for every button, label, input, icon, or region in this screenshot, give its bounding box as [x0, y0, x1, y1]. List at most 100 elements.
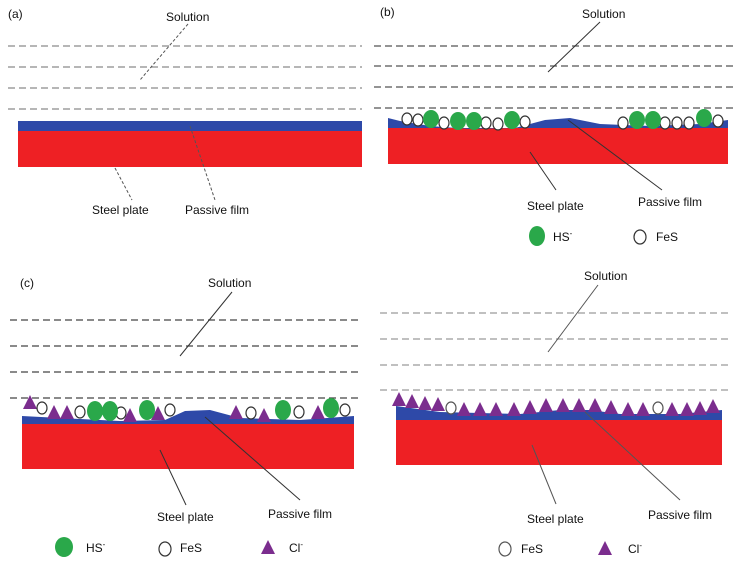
- panel-b-legend-fes: FeS: [656, 230, 678, 244]
- panel-c-tag: (c): [20, 276, 34, 290]
- cl-particle: [457, 402, 471, 416]
- panel-d: Solution Steel plate Passive film FeS Cl…: [380, 269, 730, 557]
- hs-particle: [504, 111, 520, 129]
- fes-particle: [480, 116, 492, 130]
- fes-particle: [412, 113, 424, 127]
- cl-particle: [604, 400, 618, 414]
- panel-c-solution-lines: [10, 319, 360, 399]
- panel-a: (a) Solution Steel plate Passive film: [8, 7, 362, 217]
- panel-b-solution-leader: [547, 21, 601, 73]
- fes-particle: [36, 401, 48, 415]
- cl-particle: [418, 396, 432, 410]
- fes-icon: [633, 229, 647, 245]
- cl-particle: [229, 405, 243, 419]
- cl-particle: [693, 401, 707, 415]
- panel-c-steel-label: Steel plate: [157, 510, 214, 524]
- panel-d-fes-particles: [445, 401, 664, 415]
- cl-particle: [123, 408, 137, 422]
- panel-b-film-label: Passive film: [638, 195, 702, 209]
- cl-particle: [311, 405, 325, 419]
- panel-a-tag: (a): [8, 7, 23, 21]
- cl-particle: [47, 405, 61, 419]
- panel-b-passive-film: [388, 118, 728, 129]
- cl-particle: [572, 398, 586, 412]
- panel-c-fes-particles: [36, 401, 351, 420]
- fes-particle: [164, 403, 176, 417]
- fes-particle: [683, 116, 695, 130]
- panel-b-solution-label: Solution: [582, 7, 625, 21]
- panel-c-legend-fes: FeS: [180, 541, 202, 555]
- cl-particle: [431, 397, 445, 411]
- fes-particle: [617, 116, 629, 130]
- panel-b-hs-particles: [423, 109, 712, 130]
- cl-particle: [489, 402, 503, 416]
- fes-particle: [659, 116, 671, 130]
- cl-particle: [621, 402, 635, 416]
- panel-d-solution-label: Solution: [584, 269, 627, 283]
- panel-c-solution-label: Solution: [208, 276, 251, 290]
- fes-particle: [671, 116, 683, 130]
- cl-particle: [507, 402, 521, 416]
- cl-particle: [665, 402, 679, 416]
- hs-particle: [450, 112, 466, 130]
- panel-c-legend-hs: HS-: [86, 540, 106, 555]
- panel-a-steel-label: Steel plate: [92, 203, 149, 217]
- cl-icon: [598, 541, 612, 555]
- panel-a-steel-plate: [18, 131, 362, 167]
- panel-d-steel-label: Steel plate: [527, 512, 584, 526]
- cl-particle: [257, 408, 271, 422]
- panel-b-steel-plate: [388, 128, 728, 164]
- cl-particle: [556, 398, 570, 412]
- fes-particle: [339, 403, 351, 417]
- panel-d-cl-particles: [392, 392, 720, 416]
- panel-d-solution-lines: [380, 312, 730, 391]
- fes-particle: [652, 401, 664, 415]
- panel-a-film-label: Passive film: [185, 203, 249, 217]
- cl-particle: [23, 395, 37, 409]
- cl-particle: [636, 402, 650, 416]
- hs-icon: [55, 537, 73, 557]
- cl-particle: [151, 406, 165, 420]
- fes-particle: [438, 116, 450, 130]
- cl-particle: [405, 394, 419, 408]
- panel-a-steel-leader: [114, 167, 133, 201]
- fes-particle: [445, 401, 457, 415]
- cl-icon: [261, 540, 275, 554]
- cl-particle: [588, 398, 602, 412]
- panel-c-steel-plate: [22, 424, 354, 469]
- panel-c-steel-leader: [159, 449, 187, 506]
- hs-icon: [529, 226, 545, 246]
- hs-particle: [629, 111, 645, 129]
- hs-particle: [696, 109, 712, 127]
- panel-c-film-leader: [204, 416, 301, 501]
- panel-b-legend-hs: HS-: [553, 229, 573, 244]
- fes-particle: [74, 405, 86, 419]
- panel-d-solution-leader: [547, 284, 599, 353]
- fes-particle: [293, 405, 305, 419]
- panel-c: (c): [10, 276, 360, 557]
- fes-particle: [401, 112, 413, 126]
- panel-c-film-label: Passive film: [268, 507, 332, 521]
- panel-b: (b): [374, 5, 733, 246]
- fes-particle: [492, 117, 504, 131]
- hs-particle: [87, 401, 103, 421]
- fes-icon: [158, 541, 172, 557]
- panel-c-legend-cl: Cl-: [289, 540, 303, 555]
- cl-particle: [539, 398, 553, 412]
- fes-particle: [245, 406, 257, 420]
- hs-particle: [102, 401, 118, 421]
- hs-particle: [275, 400, 291, 420]
- panel-d-steel-plate: [396, 420, 722, 465]
- hs-particle: [139, 400, 155, 420]
- panel-b-steel-label: Steel plate: [527, 199, 584, 213]
- hs-particle: [466, 112, 482, 130]
- hs-particle: [423, 110, 439, 128]
- panel-a-solution-label: Solution: [166, 10, 209, 24]
- panel-d-passive-film: [396, 406, 722, 420]
- hs-particle: [323, 398, 339, 418]
- panel-b-steel-leader: [529, 151, 557, 191]
- panel-d-steel-leader: [531, 444, 557, 505]
- fes-particle: [519, 115, 531, 129]
- cl-particle: [523, 400, 537, 414]
